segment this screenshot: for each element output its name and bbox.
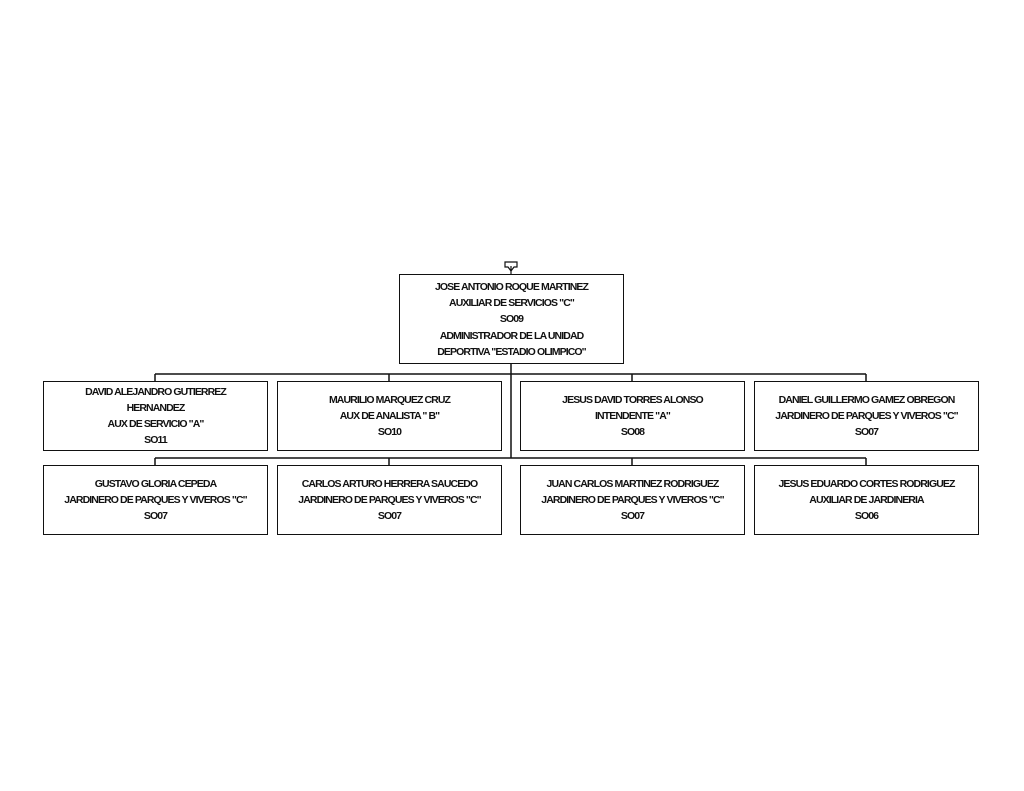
node-name: CARLOS ARTURO HERRERA SAUCEDO <box>301 477 478 490</box>
org-node-root[interactable]: JOSE ANTONIO ROQUE MARTINEZ AUXILIAR DE … <box>399 274 624 364</box>
node-name: DANIEL GUILLERMO GAMEZ OBREGON <box>778 393 956 406</box>
node-code: SO06 <box>854 509 879 522</box>
node-name: DAVID ALEJANDRO GUTIERREZ <box>85 386 227 398</box>
node-area: ADMINISTRADOR DE LA UNIDAD <box>439 329 585 342</box>
node-position: JARDINERO DE PARQUES Y VIVEROS "C" <box>64 493 247 506</box>
node-code: SO08 <box>620 425 645 438</box>
org-node[interactable]: JESUS EDUARDO CORTES RODRIGUEZ AUXILIAR … <box>754 465 979 535</box>
node-name: MAURILIO MARQUEZ CRUZ <box>328 393 451 406</box>
node-position: AUXILIAR DE JARDINERIA <box>809 493 924 506</box>
node-name: JESUS EDUARDO CORTES RODRIGUEZ <box>778 477 955 490</box>
org-node[interactable]: DAVID ALEJANDRO GUTIERREZ HERNANDEZ AUX … <box>43 381 268 451</box>
node-name: JESUS DAVID TORRES ALONSO <box>562 393 704 406</box>
node-position: AUXILIAR DE SERVICIOS "C" <box>449 296 575 309</box>
node-code: SO07 <box>854 425 879 438</box>
node-position: AUX DE SERVICIO "A" <box>107 418 205 430</box>
node-code: SO07 <box>377 509 402 522</box>
node-name: JOSE ANTONIO ROQUE MARTINEZ <box>434 280 589 293</box>
collapse-marker-icon[interactable] <box>504 261 518 274</box>
org-node[interactable]: DANIEL GUILLERMO GAMEZ OBREGON JARDINERO… <box>754 381 979 451</box>
node-code: SO07 <box>620 509 645 522</box>
node-code: SO10 <box>377 425 402 438</box>
node-name: HERNANDEZ <box>126 402 186 414</box>
org-node[interactable]: MAURILIO MARQUEZ CRUZ AUX DE ANALISTA " … <box>277 381 502 451</box>
node-name: GUSTAVO GLORIA CEPEDA <box>94 477 217 490</box>
org-node[interactable]: CARLOS ARTURO HERRERA SAUCEDO JARDINERO … <box>277 465 502 535</box>
org-node[interactable]: GUSTAVO GLORIA CEPEDA JARDINERO DE PARQU… <box>43 465 268 535</box>
node-code: SO09 <box>499 312 524 325</box>
node-name: JUAN CARLOS MARTINEZ RODRIGUEZ <box>546 477 720 490</box>
org-node[interactable]: JUAN CARLOS MARTINEZ RODRIGUEZ JARDINERO… <box>520 465 745 535</box>
node-position: JARDINERO DE PARQUES Y VIVEROS "C" <box>298 493 481 506</box>
node-code: SO11 <box>144 434 168 446</box>
node-position: JARDINERO DE PARQUES Y VIVEROS "C" <box>775 409 958 422</box>
node-position: JARDINERO DE PARQUES Y VIVEROS "C" <box>541 493 724 506</box>
node-code: SO07 <box>143 509 168 522</box>
node-area: DEPORTIVA "ESTADIO OLIMPICO" <box>437 345 586 358</box>
org-node[interactable]: JESUS DAVID TORRES ALONSO INTENDENTE "A"… <box>520 381 745 451</box>
node-position: AUX DE ANALISTA " B" <box>339 409 440 422</box>
node-position: INTENDENTE "A" <box>595 409 671 422</box>
